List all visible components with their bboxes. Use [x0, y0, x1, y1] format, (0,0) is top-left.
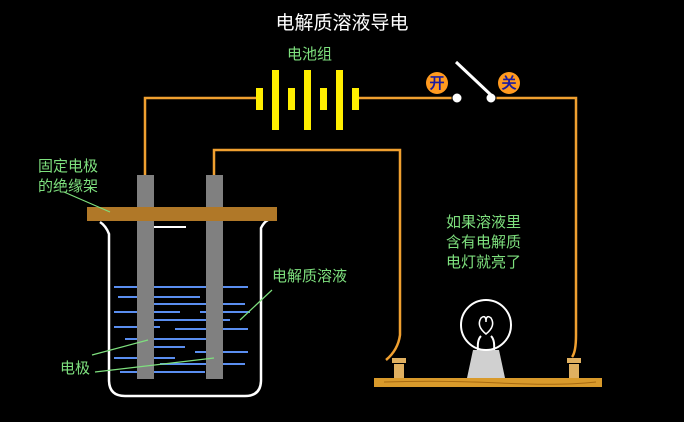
terminal-left [392, 358, 406, 378]
terminal-right [567, 358, 581, 378]
switch-close-label: 关 [498, 72, 520, 94]
note-line1: 如果溶液里 [446, 213, 522, 231]
solution-label: 电解质溶液 [272, 267, 348, 285]
holder-label-line1: 固定电极 [38, 157, 99, 175]
switch-open-label: 开 [426, 72, 448, 94]
electrode-left [137, 175, 154, 379]
light-bulb-icon [460, 299, 512, 378]
electrode-right [206, 175, 223, 379]
wires [143, 96, 578, 361]
beaker-icon [99, 218, 269, 398]
switch-icon[interactable] [451, 60, 497, 104]
insulating-holder [87, 207, 277, 221]
battery-icon [256, 70, 359, 130]
battery-label: 电池组 [287, 45, 333, 63]
holder-label-line2: 的绝缘架 [38, 177, 99, 195]
pointer-lines [63, 191, 273, 373]
wire-left [143, 96, 262, 176]
note-line3: 电灯就亮了 [446, 253, 522, 271]
lamp-board [374, 378, 602, 387]
beaker-wall [99, 218, 269, 398]
electrode-label: 电极 [60, 359, 91, 377]
wire-switch-right [493, 96, 578, 358]
wire-right-electrode [212, 148, 402, 361]
note-line2: 含有电解质 [446, 233, 522, 251]
diagram-title: 电解质溶液导电 [275, 12, 409, 34]
solution-lines [114, 286, 250, 373]
